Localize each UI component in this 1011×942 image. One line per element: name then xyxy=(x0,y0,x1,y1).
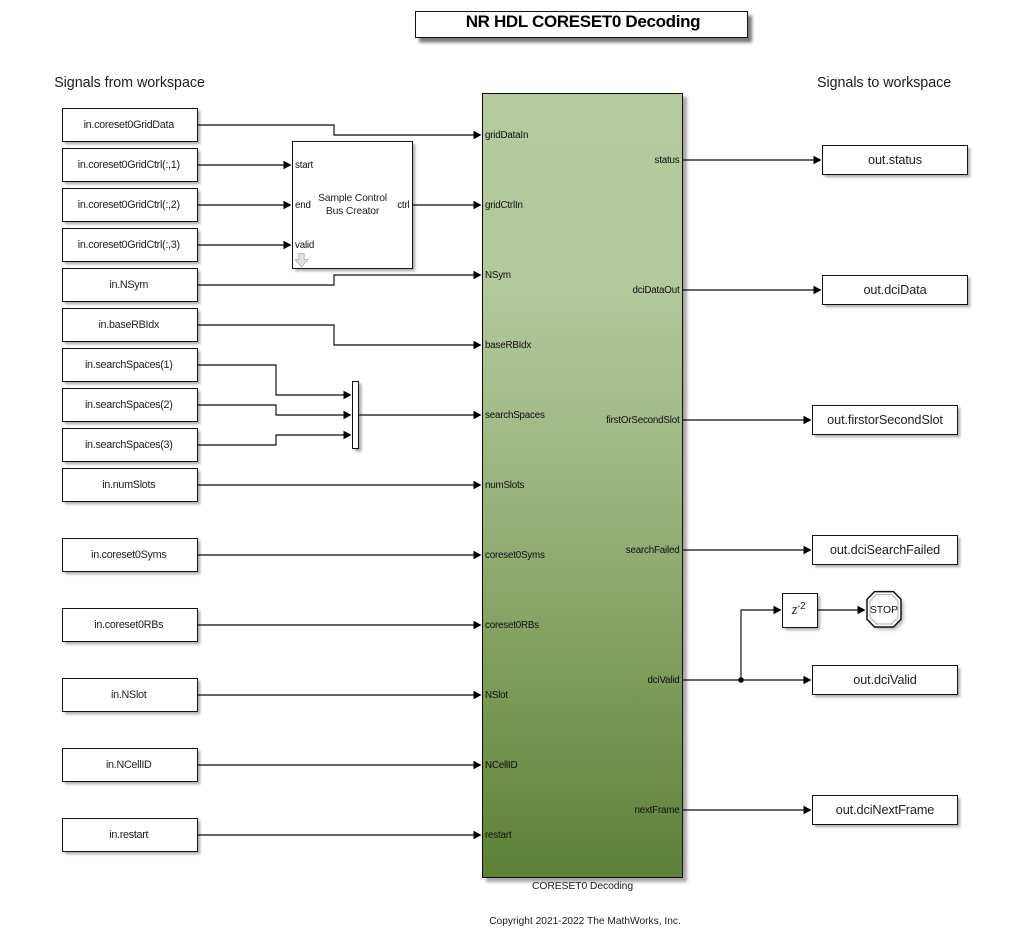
svg-text:STOP: STOP xyxy=(870,605,898,616)
